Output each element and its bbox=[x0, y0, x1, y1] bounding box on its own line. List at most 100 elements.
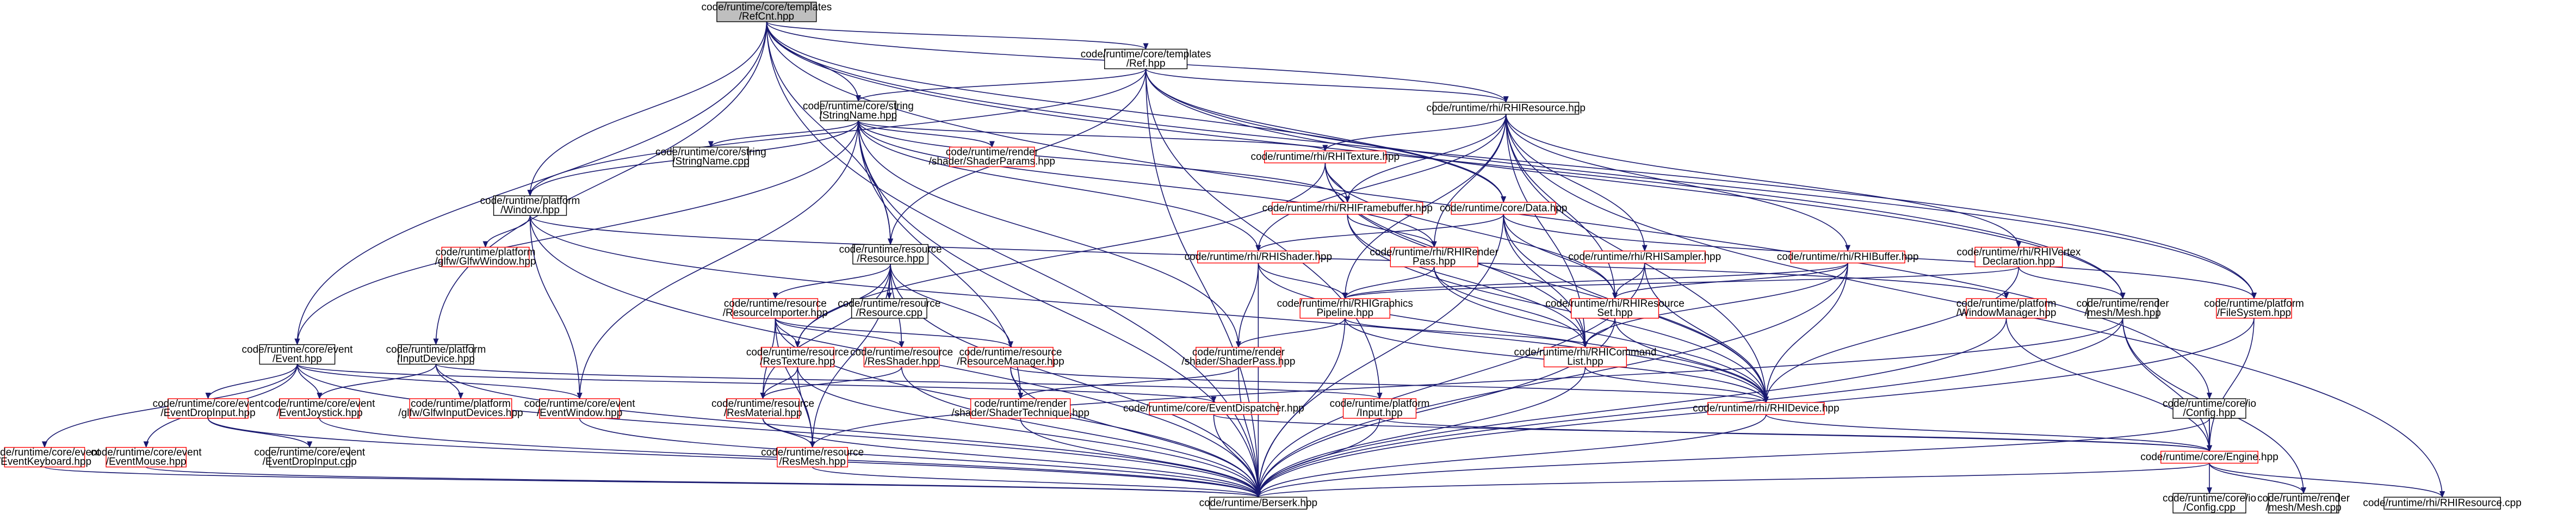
node-label: code/runtime/platform bbox=[411, 398, 511, 410]
node-box bbox=[1966, 298, 2047, 319]
node-resource[interactable]: code/runtime/resource/Resource.hpp bbox=[839, 244, 942, 265]
node-box bbox=[1583, 250, 1706, 264]
node-label: /StringName.hpp bbox=[820, 110, 897, 121]
node-label: code/runtime/core/io bbox=[2163, 398, 2256, 410]
edge-stringname-to-rhitexture bbox=[858, 120, 1328, 152]
node-engine[interactable]: code/runtime/core/Engine.hpp bbox=[2140, 450, 2278, 464]
node-glfwwindow[interactable]: code/runtime/platform/glfw/GlfwWindow.hp… bbox=[435, 247, 536, 268]
node-box bbox=[726, 398, 800, 419]
node-label: /ResMaterial.hpp bbox=[724, 407, 802, 419]
node-windowmanager[interactable]: code/runtime/platform/WindowManager.hpp bbox=[1956, 298, 2057, 319]
node-label: /FileSystem.hpp bbox=[2217, 307, 2291, 319]
node-rhiresource[interactable]: code/runtime/rhi/RHIResource.hpp bbox=[1426, 102, 1586, 115]
node-box bbox=[1433, 102, 1580, 115]
edge-resshader-to-resmaterial bbox=[760, 367, 902, 400]
node-eventdispatcher[interactable]: code/runtime/core/EventDispatcher.hpp bbox=[1123, 402, 1304, 415]
edge-rhiresource-to-rhibuffer bbox=[1505, 114, 1851, 252]
node-eventdropinput_cpp[interactable]: code/runtime/core/event/EventDropInput.c… bbox=[254, 447, 366, 468]
edge-input-to-engine bbox=[1379, 418, 2212, 452]
node-shadertechnique[interactable]: code/runtime/render/shader/ShaderTechniq… bbox=[951, 398, 1089, 419]
node-config_cpp[interactable]: code/runtime/core/io/Config.cpp bbox=[2163, 493, 2256, 513]
node-mesh_cpp[interactable]: code/runtime/render/mesh/Mesh.cpp bbox=[2257, 493, 2350, 513]
node-rhidevice[interactable]: code/runtime/rhi/RHIDevice.hpp bbox=[1693, 402, 1840, 415]
node-box bbox=[2268, 493, 2339, 513]
node-label: Declaration.hpp bbox=[1983, 256, 2055, 268]
node-restexture[interactable]: code/runtime/resource/ResTexture.hpp bbox=[746, 347, 849, 368]
edge-rhitexture-to-rhiresourceset bbox=[1324, 163, 1618, 299]
node-eventkeyboard[interactable]: code/runtime/core/event/EventKeyboard.hp… bbox=[0, 447, 101, 468]
node-label: /mesh/Mesh.cpp bbox=[2265, 502, 2341, 513]
node-berserk[interactable]: code/runtime/Berserk.hpp bbox=[1199, 497, 1318, 510]
node-eventwindow[interactable]: code/runtime/core/event/EventWindow.hpp bbox=[524, 398, 636, 419]
node-input[interactable]: code/runtime/platform/Input.hpp bbox=[1330, 398, 1430, 419]
edge-eventmouse-to-berserk bbox=[145, 466, 1261, 498]
edge-rhirenderpass-to-rhicommandlist bbox=[1433, 267, 1588, 348]
node-box bbox=[2216, 298, 2292, 319]
node-box bbox=[409, 398, 512, 419]
node-box bbox=[398, 344, 474, 365]
node-label: /ResTexture.hpp bbox=[760, 356, 835, 368]
node-shaderparams[interactable]: code/runtime/render/shader/ShaderParams.… bbox=[929, 146, 1055, 167]
edge-shaderpass-to-berserk bbox=[1238, 367, 1261, 498]
node-filesystem[interactable]: code/runtime/platform/FileSystem.hpp bbox=[2204, 298, 2304, 319]
node-box bbox=[106, 447, 187, 468]
node-box bbox=[168, 398, 249, 419]
edge-engine-to-rhiresource_cpp bbox=[2209, 463, 2445, 498]
node-glfwinputdevices[interactable]: code/runtime/platform/glfw/GlfwInputDevi… bbox=[398, 398, 523, 419]
edge-data-to-rhicommandlist bbox=[1503, 214, 1588, 348]
node-resmaterial[interactable]: code/runtime/resource/ResMaterial.hpp bbox=[711, 398, 814, 419]
node-resource_cpp[interactable]: code/runtime/resource/Resource.cpp bbox=[838, 298, 940, 319]
edge-window-to-glfwwindow bbox=[482, 215, 531, 248]
node-rhitexture[interactable]: code/runtime/rhi/RHITexture.hpp bbox=[1251, 150, 1400, 164]
node-stringname[interactable]: code/runtime/core/string/StringName.hpp bbox=[803, 101, 914, 121]
node-label: code/runtime/rhi/RHIShader.hpp bbox=[1185, 251, 1332, 263]
node-window[interactable]: code/runtime/platform/Window.hpp bbox=[480, 195, 580, 216]
node-eventdropinput[interactable]: code/runtime/core/event/EventDropInput.h… bbox=[153, 398, 264, 419]
node-shaderpass[interactable]: code/runtime/render/shader/ShaderPass.hp… bbox=[1181, 347, 1295, 368]
edge-ref-to-stringname bbox=[856, 69, 1147, 102]
edge-resourcemanager-to-shadertechnique bbox=[1010, 367, 1024, 400]
node-rhivertexdecl[interactable]: code/runtime/rhi/RHIVertexDeclaration.hp… bbox=[1956, 247, 2081, 268]
edge-refcnt-to-event bbox=[294, 21, 767, 345]
nodes: code/runtime/core/templates/RefCnt.hpp co… bbox=[0, 2, 2522, 513]
node-box bbox=[732, 298, 819, 319]
node-mesh[interactable]: code/runtime/render/mesh/Mesh.hpp bbox=[2077, 298, 2170, 319]
node-label: /Window.hpp bbox=[500, 205, 560, 216]
node-eventjoystick[interactable]: code/runtime/core/event/EventJoystick.hp… bbox=[264, 398, 376, 419]
node-label: code/runtime/render bbox=[974, 398, 1067, 410]
node-label: code/runtime/resource bbox=[959, 347, 1062, 358]
node-box bbox=[259, 344, 336, 365]
node-eventmouse[interactable]: code/runtime/core/event/EventMouse.hpp bbox=[91, 447, 202, 468]
edge-resourceimporter-to-resourcemanager bbox=[775, 318, 1013, 348]
node-rhiframebuffer[interactable]: code/runtime/rhi/RHIFramebuffer.hpp bbox=[1262, 202, 1433, 215]
node-box bbox=[279, 398, 360, 419]
edge-rhigraphicspipeline-to-rhicommandlist bbox=[1344, 318, 1588, 348]
edge-resmesh-to-berserk bbox=[812, 466, 1261, 498]
node-rhibuffer[interactable]: code/runtime/rhi/RHIBuffer.hpp bbox=[1777, 250, 1919, 264]
node-inputdevice[interactable]: code/runtime/platform/InputDevice.hpp bbox=[386, 344, 486, 365]
node-resshader[interactable]: code/runtime/resource/ResShader.hpp bbox=[850, 347, 953, 368]
node-config[interactable]: code/runtime/core/io/Config.hpp bbox=[2163, 398, 2256, 419]
node-rhisampler[interactable]: code/runtime/rhi/RHISampler.hpp bbox=[1568, 250, 1721, 264]
node-resourcemanager[interactable]: code/runtime/resource/ResourceManager.hp… bbox=[957, 347, 1064, 368]
node-resourceimporter[interactable]: code/runtime/resource/ResourceImporter.h… bbox=[723, 298, 828, 319]
node-label: code/runtime/platform bbox=[436, 247, 536, 258]
node-stringname_cpp[interactable]: code/runtime/core/string/StringName.cpp bbox=[655, 146, 766, 167]
node-label: code/runtime/rhi/RHIGraphics bbox=[1277, 298, 1413, 309]
node-refcnt[interactable]: code/runtime/core/templates/RefCnt.hpp bbox=[702, 2, 832, 22]
node-box bbox=[1209, 497, 1308, 510]
edge-input-to-berserk bbox=[1255, 418, 1380, 498]
edge-rhiresource-to-rhisampler bbox=[1505, 114, 1648, 252]
node-event[interactable]: code/runtime/core/event/Event.hpp bbox=[242, 344, 354, 365]
node-resmesh[interactable]: code/runtime/resource/ResMesh.hpp bbox=[761, 447, 864, 468]
edge-mesh-to-resmesh bbox=[809, 318, 2123, 448]
node-box bbox=[760, 346, 834, 368]
node-rhishader[interactable]: code/runtime/rhi/RHIShader.hpp bbox=[1185, 250, 1332, 264]
node-ref[interactable]: code/runtime/core/templates/Ref.hpp bbox=[1081, 48, 1211, 69]
node-rhiresource_cpp[interactable]: code/runtime/rhi/RHIResource.cpp bbox=[2363, 497, 2522, 510]
node-data[interactable]: code/runtime/core/Data.hpp bbox=[1440, 202, 1567, 215]
